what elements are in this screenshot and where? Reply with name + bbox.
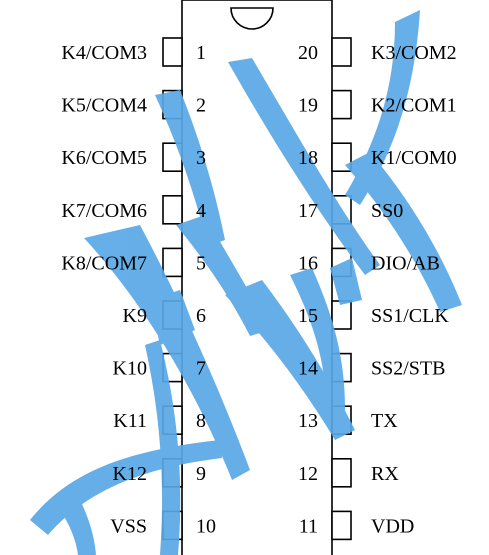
pin-label-6: K9: [123, 305, 147, 327]
watermark-stroke: [30, 440, 222, 535]
pin-4-lead: [162, 195, 183, 225]
pin-20-lead: [331, 37, 352, 67]
pin-number-9: 9: [196, 463, 206, 485]
pin-label-10: VSS: [110, 515, 147, 537]
pin-number-7: 7: [196, 358, 206, 380]
pin-number-10: 10: [196, 515, 216, 537]
pin-label-13: TX: [371, 410, 398, 432]
pin-label-4: K7/COM6: [61, 200, 147, 222]
pin-label-8: K11: [113, 410, 147, 432]
pin-1-lead: [162, 37, 183, 67]
pin-label-16: DIO/AB: [371, 252, 440, 274]
pin-label-19: K2/COM1: [371, 95, 457, 117]
pin-number-5: 5: [196, 252, 206, 274]
pin-number-13: 13: [298, 410, 318, 432]
pin-label-11: VDD: [371, 515, 414, 537]
pin-number-11: 11: [299, 515, 318, 537]
pin-15-lead: [331, 300, 352, 330]
watermark-stroke: [150, 290, 195, 345]
pin-19-lead: [331, 89, 352, 120]
watermark-stroke: [228, 58, 380, 275]
pin-label-12: RX: [371, 463, 399, 485]
pin-number-15: 15: [298, 305, 318, 327]
pin-label-20: K3/COM2: [371, 42, 457, 64]
watermark-stroke: [345, 10, 420, 205]
pin1-notch: [230, 7, 274, 30]
watermark-brush-strokes: [30, 10, 462, 555]
watermark-stroke: [155, 90, 225, 246]
pin-number-19: 19: [298, 95, 318, 117]
pin-number-17: 17: [298, 200, 318, 222]
watermark-stroke: [345, 152, 462, 312]
pin-number-14: 14: [298, 358, 318, 380]
pin-number-2: 2: [196, 95, 206, 117]
pin-number-3: 3: [196, 147, 206, 169]
pin-label-17: SS0: [371, 200, 403, 222]
pin-number-8: 8: [196, 410, 206, 432]
pin-label-1: K4/COM3: [61, 42, 147, 64]
watermark-stroke: [176, 215, 270, 336]
watermark-stroke: [330, 258, 362, 305]
pin-number-20: 20: [298, 42, 318, 64]
pin-number-1: 1: [196, 42, 206, 64]
watermark-stroke: [145, 340, 181, 555]
watermark-stroke: [84, 225, 250, 480]
pin-label-14: SS2/STB: [371, 358, 445, 380]
pin-label-7: K10: [113, 358, 147, 380]
pin-number-12: 12: [298, 463, 318, 485]
pin-number-6: 6: [196, 305, 206, 327]
pin-label-3: K6/COM5: [61, 147, 147, 169]
pin-number-4: 4: [196, 200, 206, 222]
pin-labels: 1 K4/COM3 2 K5/COM4 3 K6/COM5 4 K7/COM6 5 K8/COM7…: [61, 42, 456, 537]
pin-5-lead: [162, 247, 183, 278]
pin-label-2: K5/COM4: [61, 95, 147, 117]
pin-label-18: K1/COM0: [371, 147, 457, 169]
pin-11-lead: [331, 510, 352, 541]
pin-label-15: SS1/CLK: [371, 305, 449, 327]
pin-12-lead: [331, 457, 352, 488]
pin-label-9: K12: [113, 463, 147, 485]
pin-label-5: K8/COM7: [61, 252, 147, 274]
pin-18-lead: [331, 142, 352, 172]
pin-number-18: 18: [298, 147, 318, 169]
watermark-stroke: [60, 500, 96, 555]
pin-number-16: 16: [298, 252, 318, 274]
watermark-stroke: [290, 268, 345, 410]
